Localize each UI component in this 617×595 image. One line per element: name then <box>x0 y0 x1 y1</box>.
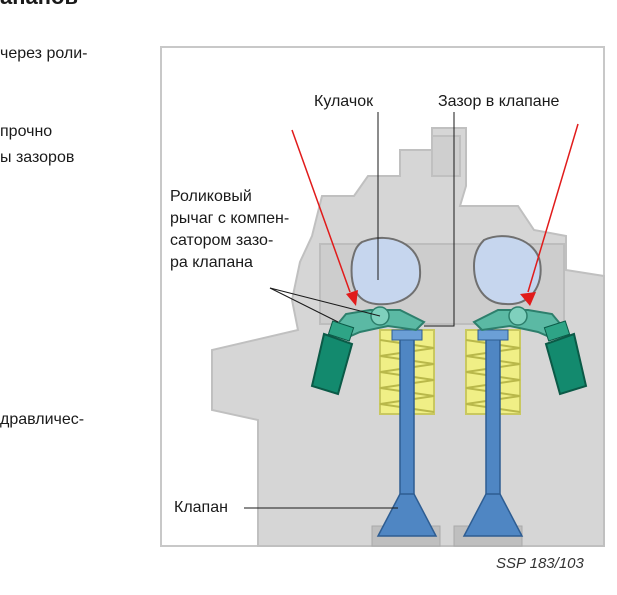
roller-arm-label-line-1: Роликовый <box>170 188 252 205</box>
clearance-arrow-right <box>520 123 579 306</box>
valve-label: Клапан <box>174 499 228 516</box>
section-heading: апанов <box>0 0 78 8</box>
spark-plug-boss <box>431 135 461 177</box>
hydraulic-adjuster-left <box>310 320 355 396</box>
clearance-leader-line <box>424 112 455 327</box>
roller-arm-leader-line-2 <box>269 287 381 317</box>
hydraulic-adjuster-right <box>543 320 588 396</box>
body-text-line-4: дравличес- <box>0 411 85 428</box>
cam-right <box>472 235 542 306</box>
figure-caption: SSP 183/103 <box>496 555 584 572</box>
body-text-line-2: прочно <box>0 123 53 140</box>
valve-right <box>462 329 524 537</box>
cam-left <box>350 237 422 306</box>
body-text-line-3: ы зазоров <box>0 149 75 166</box>
roller-rocker-arm-left <box>334 306 426 340</box>
roller-rocker-arm-right <box>472 306 564 340</box>
roller-arm-label-line-2: рычаг с компен- <box>170 210 290 227</box>
roller-arm-label-line-4: ра клапана <box>170 254 253 271</box>
valve-left <box>376 329 438 537</box>
roller-arm-label-line-3: сатором зазо- <box>170 232 274 249</box>
roller-arm-leader-line-1 <box>269 287 339 323</box>
valve-clearance-label: Зазор в клапане <box>438 93 560 110</box>
clearance-arrow-left <box>291 129 358 306</box>
cam-label: Кулачок <box>314 93 374 110</box>
body-text-line-1: через роли- <box>0 45 88 62</box>
